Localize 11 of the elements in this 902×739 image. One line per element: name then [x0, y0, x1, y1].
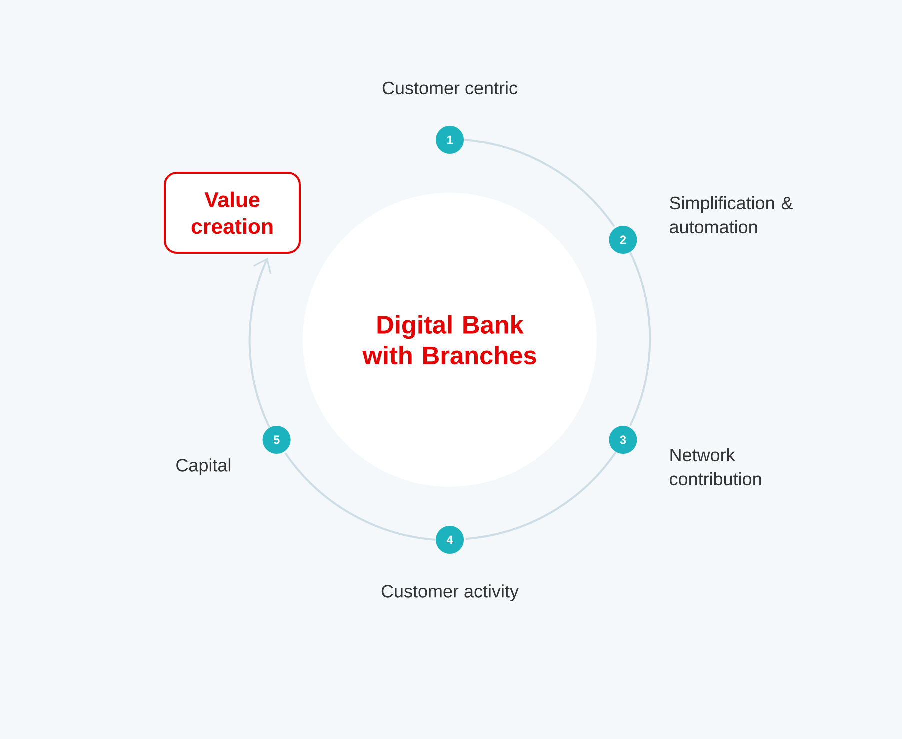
step-label: Network contribution: [670, 448, 762, 486]
ring-arc: [284, 452, 436, 541]
ring-arc: [248, 258, 272, 428]
ring-arc: [629, 252, 652, 426]
step-label: Simplification & automation: [670, 196, 794, 234]
ring-arc: [466, 452, 617, 540]
step-label: Customer centric: [382, 81, 518, 95]
step-label: Customer activity: [382, 584, 519, 602]
ring-arc: [464, 139, 616, 228]
step-label: Capital: [176, 458, 231, 476]
callout-box: Value creation: [164, 172, 301, 254]
